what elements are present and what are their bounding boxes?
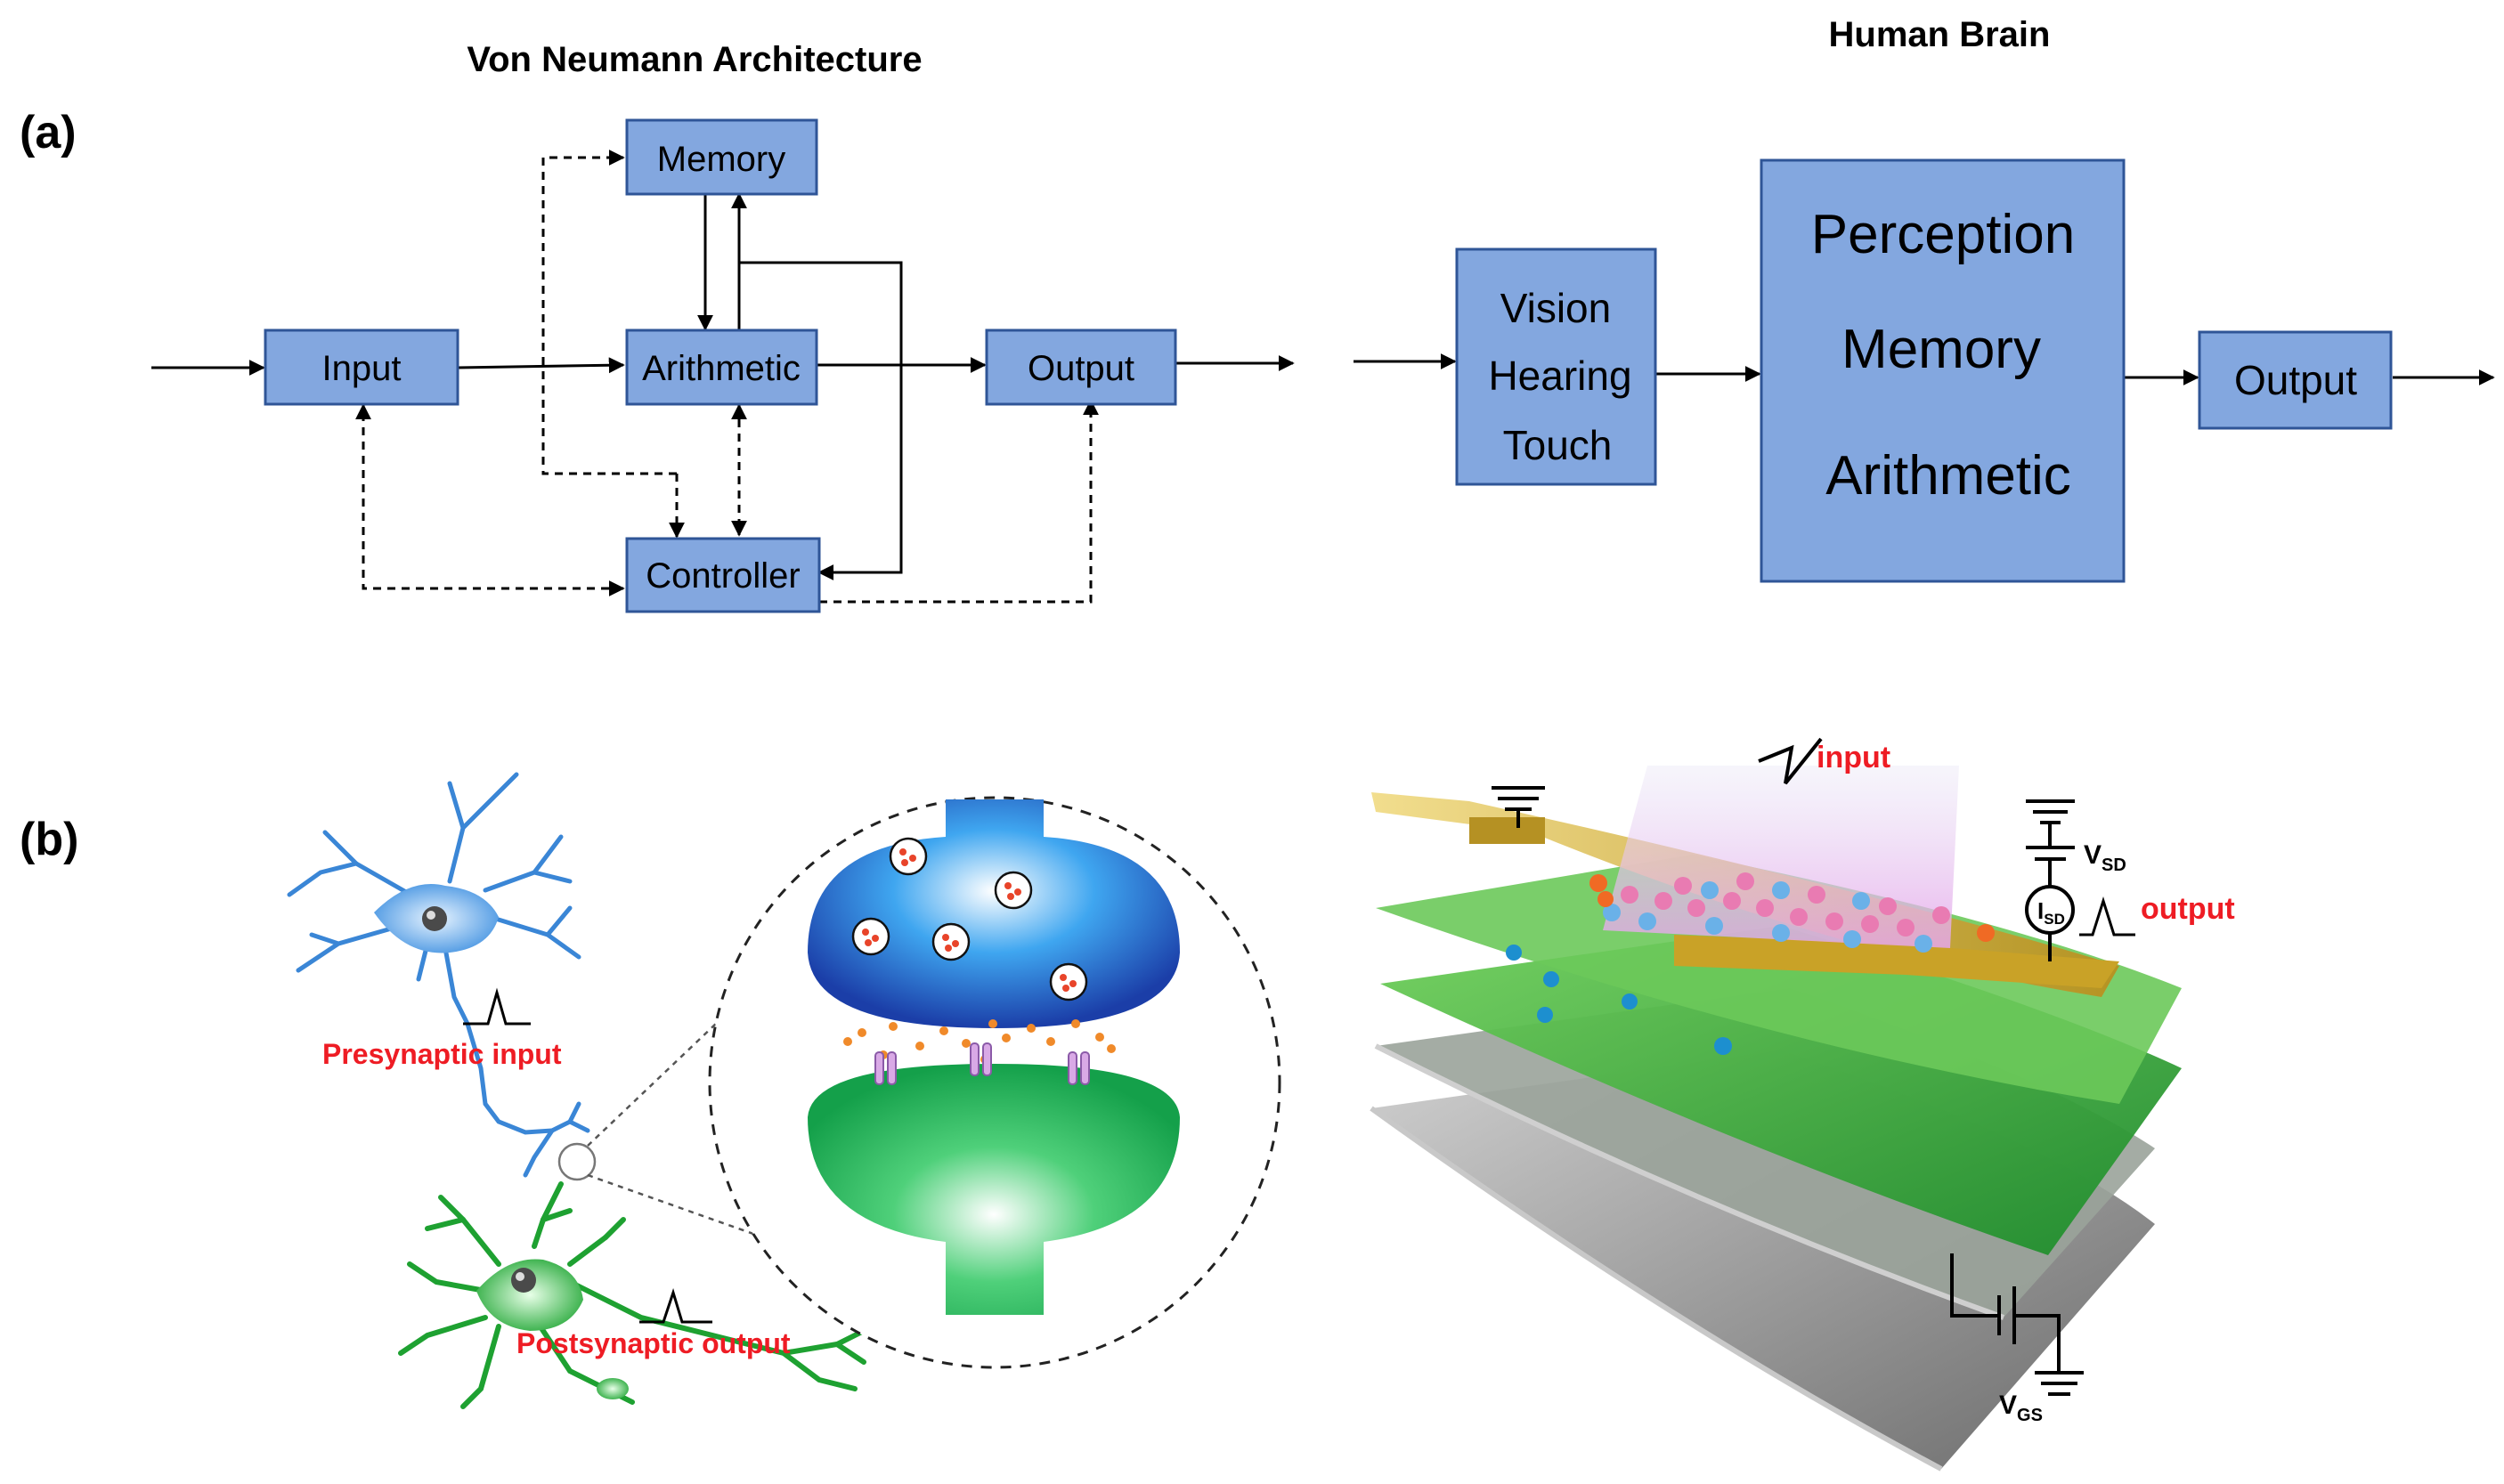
postsynaptic-neuron	[398, 1181, 875, 1409]
panel-b-label: (b)	[20, 814, 78, 865]
human-brain-diagram: Human Brain Vision Hearing Touch Percept…	[1354, 15, 2495, 583]
postsynaptic-terminal	[808, 1064, 1180, 1315]
input-label: Input	[322, 349, 402, 388]
input-label: input	[1817, 741, 1890, 774]
brain-output-label: Output	[2234, 357, 2357, 403]
input-box	[264, 328, 459, 406]
input-to-arithmetic-arrow	[457, 357, 625, 374]
processing-box	[1760, 158, 2126, 583]
sense-hearing: Hearing	[1488, 353, 1631, 399]
panel-a-label: (a)	[20, 107, 77, 158]
postsynaptic-output-label: Postsynaptic output	[516, 1327, 791, 1359]
arithmetic-box	[625, 328, 818, 406]
sense-touch: Touch	[1503, 422, 1613, 468]
vsd-label: VSD	[2084, 840, 2126, 875]
output-box	[985, 328, 1177, 406]
processing-arithmetic: Arithmetic	[1825, 445, 2071, 507]
synapse-zoom	[708, 796, 1281, 1369]
ions	[1506, 872, 1995, 1055]
vgs-source-icon	[1950, 1253, 2084, 1396]
drain-electrode	[1674, 935, 2119, 988]
sense-vision: Vision	[1500, 285, 1611, 331]
processing-memory: Memory	[1841, 319, 2041, 380]
processing-perception: Perception	[1811, 204, 2075, 265]
vgs-label: VGS	[1999, 1391, 2043, 1425]
human-brain-title: Human Brain	[1829, 15, 2051, 54]
von-neumann-diagram: Von Neumann Architecture Memory Input Ar…	[151, 40, 1295, 613]
output-label: output	[2141, 892, 2235, 926]
arithmetic-label: Arithmetic	[642, 349, 801, 388]
electrolyte-layer	[1376, 855, 2182, 1104]
von-neumann-title: Von Neumann Architecture	[467, 40, 922, 79]
controller-label: Controller	[646, 556, 800, 596]
presynaptic-input-label: Presynaptic input	[322, 1038, 562, 1070]
receptors	[874, 1042, 1090, 1085]
senses-box	[1455, 247, 1657, 486]
output-pulse-icon	[2079, 896, 2135, 937]
input-pulse-icon	[1758, 737, 1823, 785]
synapse-zoom-marker	[557, 1142, 597, 1181]
output-label: Output	[1028, 349, 1134, 388]
source-electrode	[1469, 817, 1545, 844]
synaptic-transistor-device: input VSD ISD output VGS	[1370, 737, 2235, 1472]
synaptic-vesicles	[851, 837, 1088, 1001]
memory-box	[625, 118, 818, 196]
source-ground-icon	[1492, 786, 1545, 828]
postsynaptic-spike-icon	[639, 1288, 712, 1324]
brain-output-box	[2198, 330, 2393, 430]
controller-box	[625, 537, 821, 613]
memory-label: Memory	[657, 140, 785, 179]
controller-input-dashed	[355, 403, 625, 596]
presynaptic-spike-icon	[463, 987, 531, 1026]
arithmetic-feedback-to-controller-line	[739, 261, 903, 580]
presynaptic-neuron	[287, 772, 590, 1178]
controller-to-memory-dashed	[541, 150, 677, 475]
controller-output-dashed	[819, 399, 1099, 604]
vsd-source-icon	[2025, 799, 2075, 961]
isd-label: ISD	[2037, 897, 2065, 928]
